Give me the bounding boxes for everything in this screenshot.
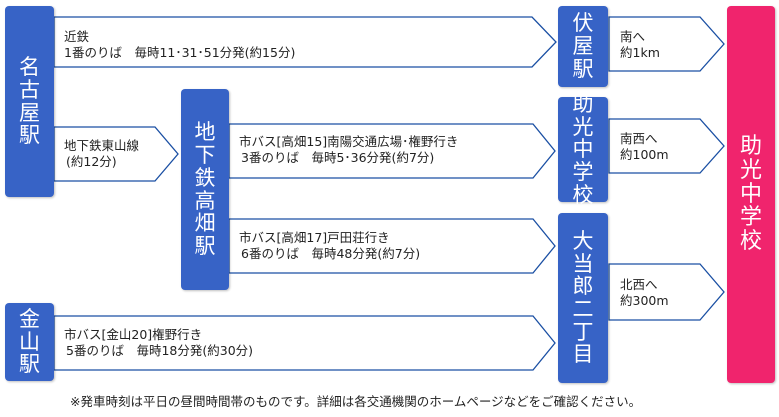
arrow-walk-northwest (608, 263, 725, 321)
arrow-walk-south (608, 16, 725, 72)
arrow-subway (53, 126, 179, 182)
station-takabata: 地下鉄高畑駅 (181, 89, 229, 290)
route-kanayama-bus-label: 市バス[金山20]権野行き 5番のりば 毎時18分発(約30分) (64, 327, 253, 359)
footnote: ※発車時刻は平日の昼間時間帯のものです。詳細は各交通機関のホームページなどをご確… (70, 394, 642, 409)
destination-sukemitsu-school: 助光中学校 (727, 6, 775, 383)
route-subway-line: 地下鉄東山線 (64, 138, 140, 153)
route-bus15-label: 市バス[高畑15]南陽交通広場･権野行き 3番のりば 毎時5･36分発(約7分) (239, 134, 458, 166)
station-kanayama-label: 金山駅 (19, 306, 40, 377)
route-kanayama-bus-line: 市バス[金山20]権野行き (64, 327, 203, 342)
destination-label: 助光中学校 (739, 134, 762, 255)
route-kintetsu-line: 近鉄 (64, 29, 90, 44)
route-subway-label: 地下鉄東山線 (約12分) (64, 138, 139, 170)
route-bus15-line: 市バス[高畑15]南陽交通広場･権野行き (239, 134, 459, 149)
arrow-bus17 (228, 218, 556, 274)
route-kanayama-bus-detail: 5番のりば 毎時18分発(約30分) (66, 343, 254, 358)
route-bus17-detail: 6番のりば 毎時48分発(約7分) (241, 246, 421, 261)
station-nagoya-label: 名古屋駅 (19, 55, 40, 148)
arrow-kanayama-bus (53, 315, 556, 371)
walk-northwest-label: 北西へ 約300m (620, 277, 669, 309)
arrow-walk-southwest (608, 118, 725, 174)
route-bus15-detail: 3番のりば 毎時5･36分発(約7分) (241, 150, 435, 165)
arrow-kintetsu (53, 16, 557, 68)
walk-southwest-distance: 約100m (620, 147, 669, 162)
station-sukemitsu-label: 助光中学校 (572, 91, 594, 207)
station-takabata-label: 地下鉄高畑駅 (194, 120, 216, 258)
walk-southwest-direction: 南西へ (620, 131, 658, 146)
walk-south-distance: 約1km (620, 45, 660, 60)
walk-northwest-direction: 北西へ (620, 277, 658, 292)
station-sukemitsu: 助光中学校 (558, 92, 608, 206)
route-kintetsu-label: 近鉄 1番のりば 毎時11･31･51分発(約15分) (64, 29, 295, 61)
route-kintetsu-detail: 1番のりば 毎時11･31･51分発(約15分) (64, 45, 296, 60)
station-fushiya: 伏屋駅 (558, 6, 608, 87)
walk-northwest-distance: 約300m (620, 293, 669, 308)
station-nagoya: 名古屋駅 (5, 6, 54, 197)
route-bus17-line: 市バス[高畑17]戸田荘行き (239, 230, 390, 245)
walk-southwest-label: 南西へ 約100m (620, 131, 669, 163)
walk-south-direction: 南へ (620, 29, 646, 44)
walk-south-label: 南へ 約1km (620, 29, 660, 61)
station-otouro: 大当郎二丁目 (558, 213, 608, 383)
station-fushiya-label: 伏屋駅 (572, 11, 594, 81)
station-otouro-label: 大当郎二丁目 (572, 228, 594, 367)
station-kanayama: 金山駅 (5, 303, 54, 381)
route-subway-detail: (約12分) (66, 154, 117, 169)
route-bus17-label: 市バス[高畑17]戸田荘行き 6番のりば 毎時48分発(約7分) (239, 230, 420, 262)
arrow-bus15 (228, 123, 556, 179)
